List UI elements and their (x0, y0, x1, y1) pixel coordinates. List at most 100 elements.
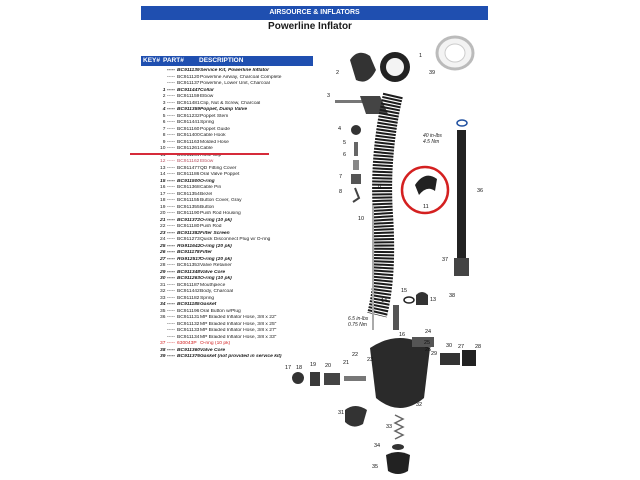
key-cell: ----- (166, 81, 175, 86)
part-cell: BC911348 (177, 269, 201, 275)
description-cell: Oral Button w/Plug (200, 308, 241, 314)
callout-label: 27 (458, 344, 464, 350)
callout-label: 23 (367, 357, 373, 363)
description-column-header: DESCRIPTION (199, 57, 244, 64)
callout-label: 6 (343, 152, 346, 158)
description-cell: Cable (200, 146, 213, 151)
callout-label: 3 (327, 93, 330, 99)
description-cell: Molded Hose (200, 139, 229, 145)
description-cell: MP Braided Inflator Hose, 3/8 x 33" (200, 334, 277, 340)
key-cell: 32 ----- (160, 289, 175, 294)
callout-label: 19 (310, 362, 316, 368)
key-cell: 2 ----- (162, 94, 175, 99)
description-cell: MP Braided Inflator Hose, 3/8 x 22" (200, 315, 277, 320)
page-title: Powerline Inflator (268, 21, 352, 32)
callout-label: 30 (446, 343, 452, 349)
description-cell: Bezel (200, 191, 213, 197)
torque-body-inlbs: 6.5 in-lbs (348, 316, 369, 322)
part-cell: BC911442 (177, 289, 200, 294)
description-cell: O-ring (200, 178, 215, 184)
description-cell: Cable Pin (200, 185, 222, 190)
key-cell: 9 ----- (162, 139, 175, 145)
key-cell: 8 ----- (162, 133, 175, 138)
key-cell: 15 ----- (160, 178, 175, 184)
key-cell: 31 ----- (160, 282, 175, 288)
part-cell: BC911441 (177, 120, 200, 125)
part-cell: BC911132 (177, 321, 200, 327)
qd-cover-part (416, 292, 428, 305)
torque-hose-nm: 4.5 Nm (423, 139, 440, 145)
part-cell: BC911178 (177, 250, 200, 255)
part-cell: BC911120 (177, 74, 200, 80)
description-cell: Powerline, Lower Unit, Charcoal (200, 81, 270, 86)
hose-oring-part (456, 119, 468, 127)
spring-part (353, 160, 359, 170)
description-cell: Service Kit, Powerline Inflator (200, 68, 270, 73)
key-cell: 1 ----- (162, 87, 175, 93)
description-cell: Elbow (200, 94, 214, 99)
callout-label: 37 (442, 257, 448, 263)
callout-label: 29 (431, 351, 437, 357)
callout-label: 21 (343, 360, 349, 366)
part-cell: BC911190 (177, 211, 200, 216)
hose-clip-part (415, 175, 437, 195)
callout-label: 10 (358, 216, 364, 222)
description-cell: O-ring (10 pk) (200, 341, 231, 346)
key-cell: 20 ----- (160, 211, 175, 216)
oring-15-part (403, 296, 415, 304)
part-cell: BC911372 (177, 217, 201, 223)
description-cell: O-ring (10 pk) (200, 217, 232, 223)
description-cell: Poppet, Dump Valve (200, 107, 248, 112)
key-cell: ----- (166, 321, 175, 327)
key-cell: 6 ----- (162, 120, 175, 125)
key-cell: 16 ----- (160, 185, 175, 190)
cable-hook-part (352, 187, 361, 203)
part-cell: BC911139 (177, 68, 200, 73)
description-cell: Valve Core (200, 269, 226, 275)
poppet-guide-part (351, 174, 361, 184)
torque-label-body: 6.5 in-lbs 0.75 Nm (348, 316, 368, 328)
part-cell: BC911273 (177, 237, 200, 242)
description-cell: QD Fitting Cover (200, 165, 237, 171)
part-cell: BC911261 (177, 146, 200, 151)
description-cell: MP Braided Inflator Hose, 3/8 x 27" (200, 328, 277, 333)
key-cell: ----- (166, 74, 175, 80)
inflator-hose-part (457, 130, 466, 270)
spring-33-part (393, 414, 405, 440)
part-cell: BC911360 (177, 347, 201, 353)
key-cell: 30 ----- (160, 276, 175, 281)
part-cell: RG912517 (177, 256, 201, 262)
description-cell: MP Braided Inflator Hose, 3/8 x 25" (200, 321, 277, 327)
part-cell: BC911382 (177, 230, 201, 236)
part-cell: 630043P (177, 341, 197, 346)
part-cell: BC911368 (177, 185, 200, 190)
callout-label: 15 (401, 288, 407, 294)
description-cell: Mouthpiece (200, 282, 226, 288)
part-cell: BC911155 (177, 198, 200, 203)
poppet-stem-part (354, 142, 358, 156)
key-cell: ----- (166, 328, 175, 333)
gasket-34-part (392, 444, 404, 450)
part-cell: BC911359 (177, 107, 201, 112)
part-cell: BC911196 (177, 308, 200, 314)
part-cell: BC911159 (177, 94, 200, 99)
push-rod-housing-part (324, 373, 340, 385)
description-cell: O-ring (20 pk) (200, 256, 232, 262)
description-cell: O-ring (20 pk) (200, 243, 232, 249)
